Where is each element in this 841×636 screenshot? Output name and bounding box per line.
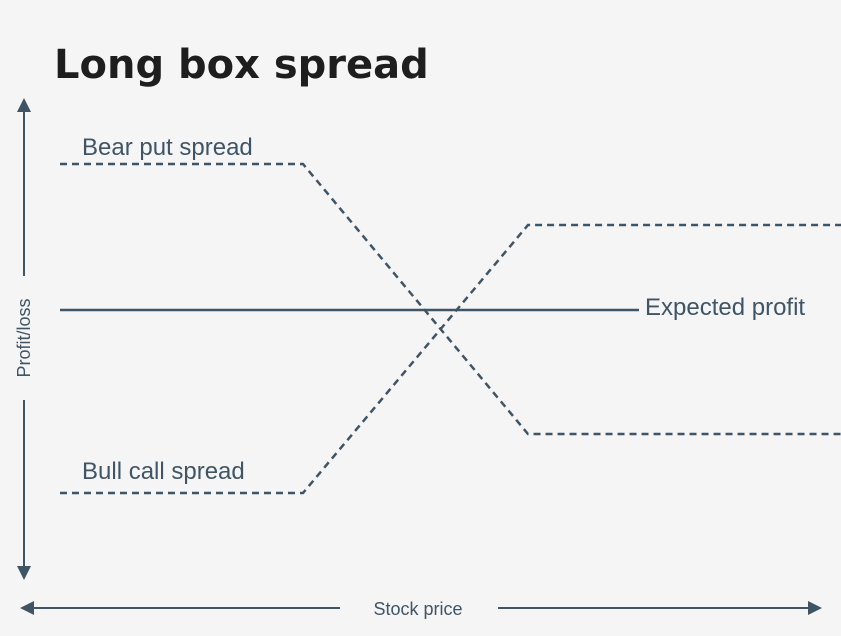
bear-put-spread-line xyxy=(60,162,841,436)
y-axis-label: Profit/loss xyxy=(14,298,34,377)
bull-call-spread-label: Bull call spread xyxy=(82,458,245,485)
x-axis-label: Stock price xyxy=(373,599,462,619)
bull-call-spread-line xyxy=(60,223,841,495)
expected-profit-label: Expected profit xyxy=(645,294,805,321)
bear-put-spread-label: Bear put spread xyxy=(82,134,253,161)
diagram-title: Long box spread xyxy=(54,42,429,88)
